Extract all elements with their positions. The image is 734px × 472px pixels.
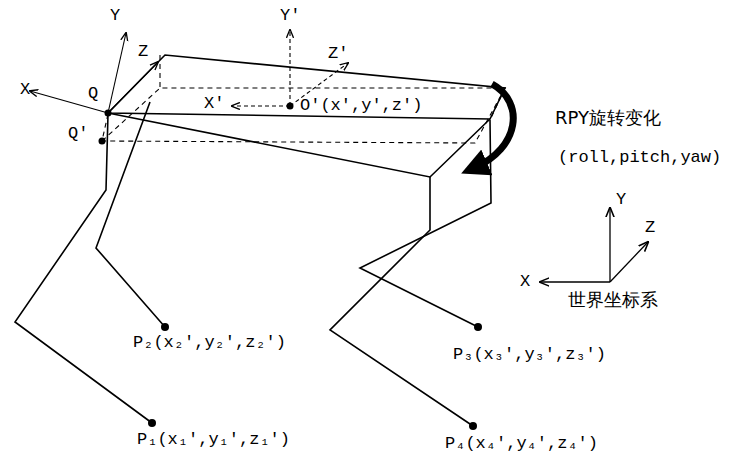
diagram-label: RPY旋转变化 [555, 108, 661, 128]
diagram-label: Z' [328, 44, 348, 64]
robot-body [15, 55, 505, 426]
diagram-label: Z [138, 42, 148, 62]
diagram-label: Z [645, 218, 655, 238]
diagram-label: Y [616, 190, 626, 210]
world-frame-axes [540, 208, 648, 282]
diagram-label: Q [88, 84, 98, 104]
diagram-label: X [20, 80, 30, 100]
diagram-label: P₄(x₄',y₄',z₄') [445, 434, 598, 454]
diagram-label: 世界坐标系 [568, 290, 658, 310]
rotation-arrow [474, 84, 513, 168]
diagram-label: P₂(x₂',y₂',z₂') [133, 333, 286, 353]
diagram-label: Y [110, 6, 120, 26]
diagram-label: X [520, 272, 530, 292]
foot-points [99, 103, 483, 431]
diagram-label: P₃(x₃',y₃',z₃') [453, 345, 606, 365]
diagram-label: Y' [280, 6, 300, 26]
diagram-label: (roll,pitch,yaw) [558, 148, 721, 168]
diagram-label: X' [204, 94, 224, 114]
center-frame-axes [232, 30, 348, 106]
diagram-label: Q' [68, 124, 88, 144]
diagram-label: P₁(x₁',y₁',z₁') [137, 430, 290, 450]
body-frame-axes [30, 33, 158, 113]
diagram-label: O'(x',y',z') [300, 96, 422, 116]
